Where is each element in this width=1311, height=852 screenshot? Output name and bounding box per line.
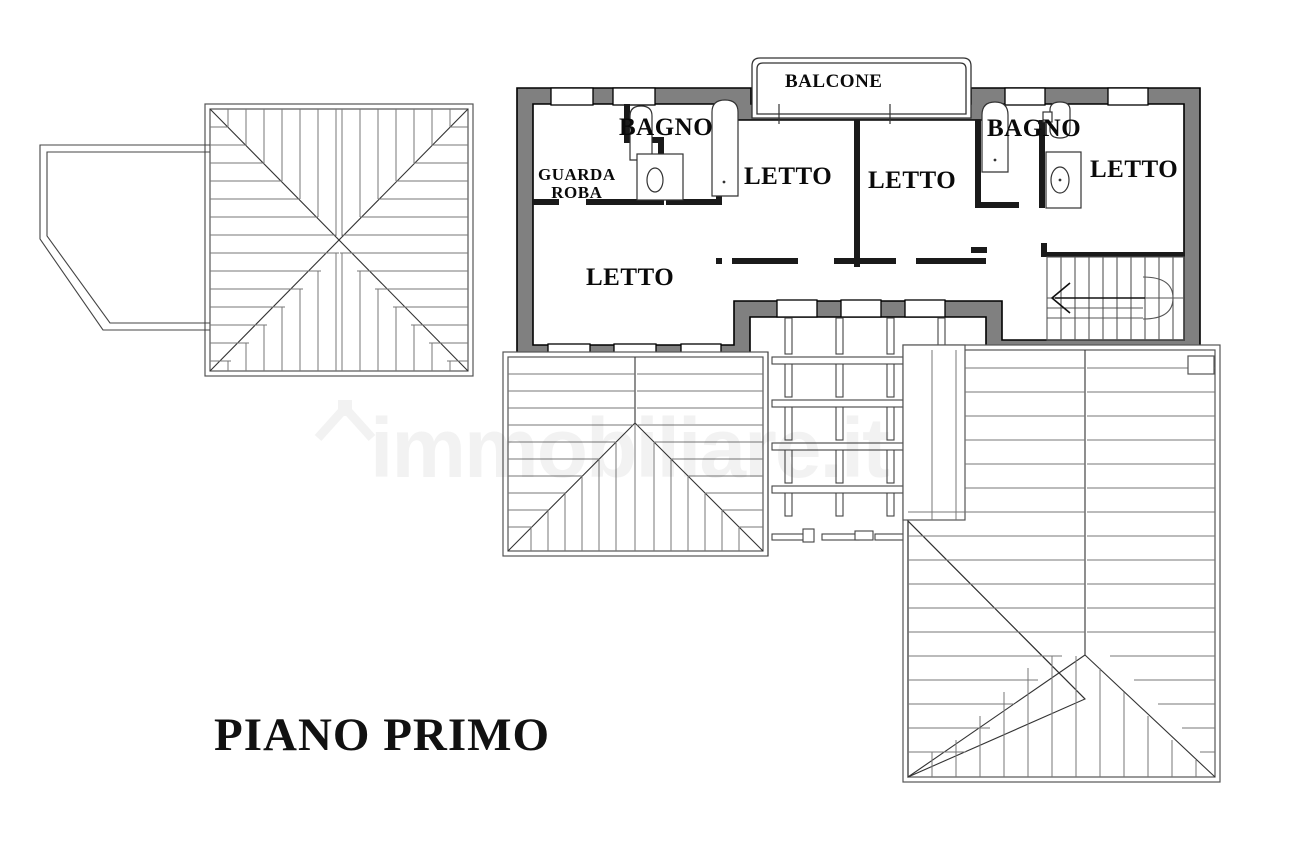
wall-edge-accents	[1187, 355, 1215, 375]
room-label-letto-3: LETTO	[868, 167, 957, 194]
fixtures-bagno-right	[981, 101, 1082, 209]
guardaroba-line1: GUARDA	[538, 165, 616, 184]
guardaroba-line2: ROBA	[551, 183, 603, 202]
roof-left-wing	[39, 144, 210, 331]
fixtures-bagno-left	[629, 99, 739, 201]
staircase	[1046, 256, 1185, 341]
room-label-letto-main: LETTO	[586, 264, 675, 291]
pergola-grid	[767, 317, 959, 556]
roof-bottom-middle	[502, 351, 769, 557]
roof-left	[204, 103, 474, 377]
room-label-letto-2: LETTO	[744, 163, 833, 190]
balcone-outline	[751, 57, 972, 124]
window-openings-bottom-mid	[776, 299, 946, 318]
room-label-guardaroba: GUARDA ROBA	[538, 166, 616, 202]
roof-bottom-right	[902, 344, 1221, 783]
room-label-bagno-left: BAGNO	[619, 114, 714, 141]
window-openings-top	[550, 87, 1149, 106]
room-label-letto-4: LETTO	[1090, 156, 1179, 183]
room-label-bagno-right: BAGNO	[987, 115, 1082, 142]
page-title: PIANO PRIMO	[214, 709, 551, 761]
room-label-balcone: BALCONE	[785, 71, 883, 92]
